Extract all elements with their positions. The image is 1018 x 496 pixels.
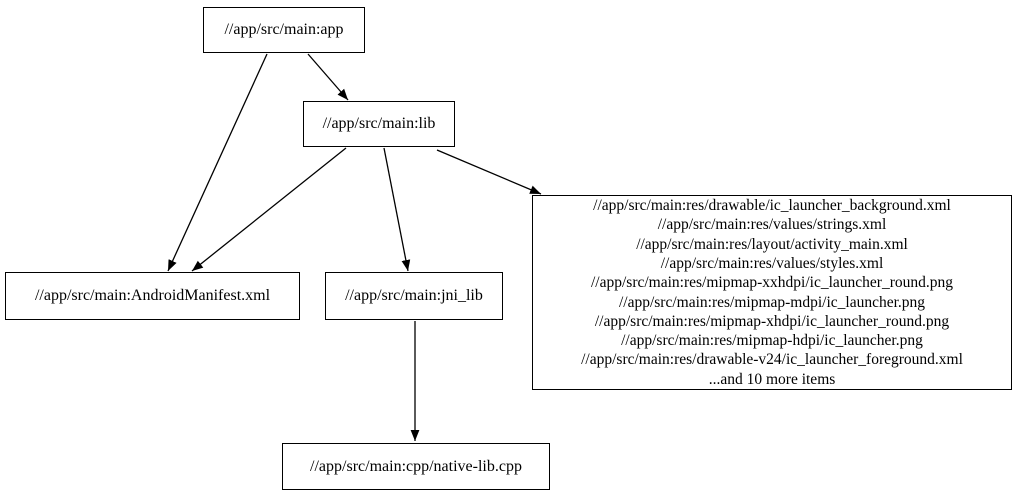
node-lib: //app/src/main:lib	[303, 101, 455, 147]
node-android-manifest: //app/src/main:AndroidManifest.xml	[5, 272, 300, 320]
node-android-manifest-label: //app/src/main:AndroidManifest.xml	[34, 287, 271, 304]
node-native-lib-cpp: //app/src/main:cpp/native-lib.cpp	[282, 443, 550, 490]
res-group-line: //app/src/main:res/mipmap-mdpi/ic_launch…	[618, 293, 926, 311]
node-jni-lib: //app/src/main:jni_lib	[325, 272, 503, 320]
res-group-line: //app/src/main:res/values/strings.xml	[657, 216, 887, 234]
res-group-line: //app/src/main:res/layout/activity_main.…	[636, 235, 908, 253]
res-group-line: //app/src/main:res/drawable-v24/ic_launc…	[581, 351, 963, 369]
node-res-group: //app/src/main:res/drawable/ic_launcher_…	[532, 195, 1012, 390]
res-group-line: //app/src/main:res/values/styles.xml	[660, 254, 884, 272]
edge-lib-to-manifest	[191, 147, 347, 272]
res-group-line: //app/src/main:res/mipmap-hdpi/ic_launch…	[621, 332, 923, 350]
node-app-label: //app/src/main:app	[224, 21, 344, 38]
res-group-line: //app/src/main:res/drawable/ic_launcher_…	[593, 197, 951, 215]
edge-lib-to-jni-lib	[383, 147, 411, 272]
edge-lib-to-res-group	[436, 149, 542, 195]
node-app: //app/src/main:app	[203, 7, 365, 53]
res-group-line: //app/src/main:res/mipmap-xxhdpi/ic_laun…	[590, 274, 953, 292]
node-native-lib-cpp-label: //app/src/main:cpp/native-lib.cpp	[310, 457, 522, 475]
node-lib-label: //app/src/main:lib	[322, 115, 436, 132]
res-group-line: //app/src/main:res/mipmap-xhdpi/ic_launc…	[594, 312, 950, 330]
node-jni-lib-label: //app/src/main:jni_lib	[345, 287, 483, 304]
res-group-more-items: ...and 10 more items	[708, 370, 836, 388]
edge-app-to-manifest	[167, 53, 268, 272]
edge-app-to-lib	[307, 53, 349, 101]
